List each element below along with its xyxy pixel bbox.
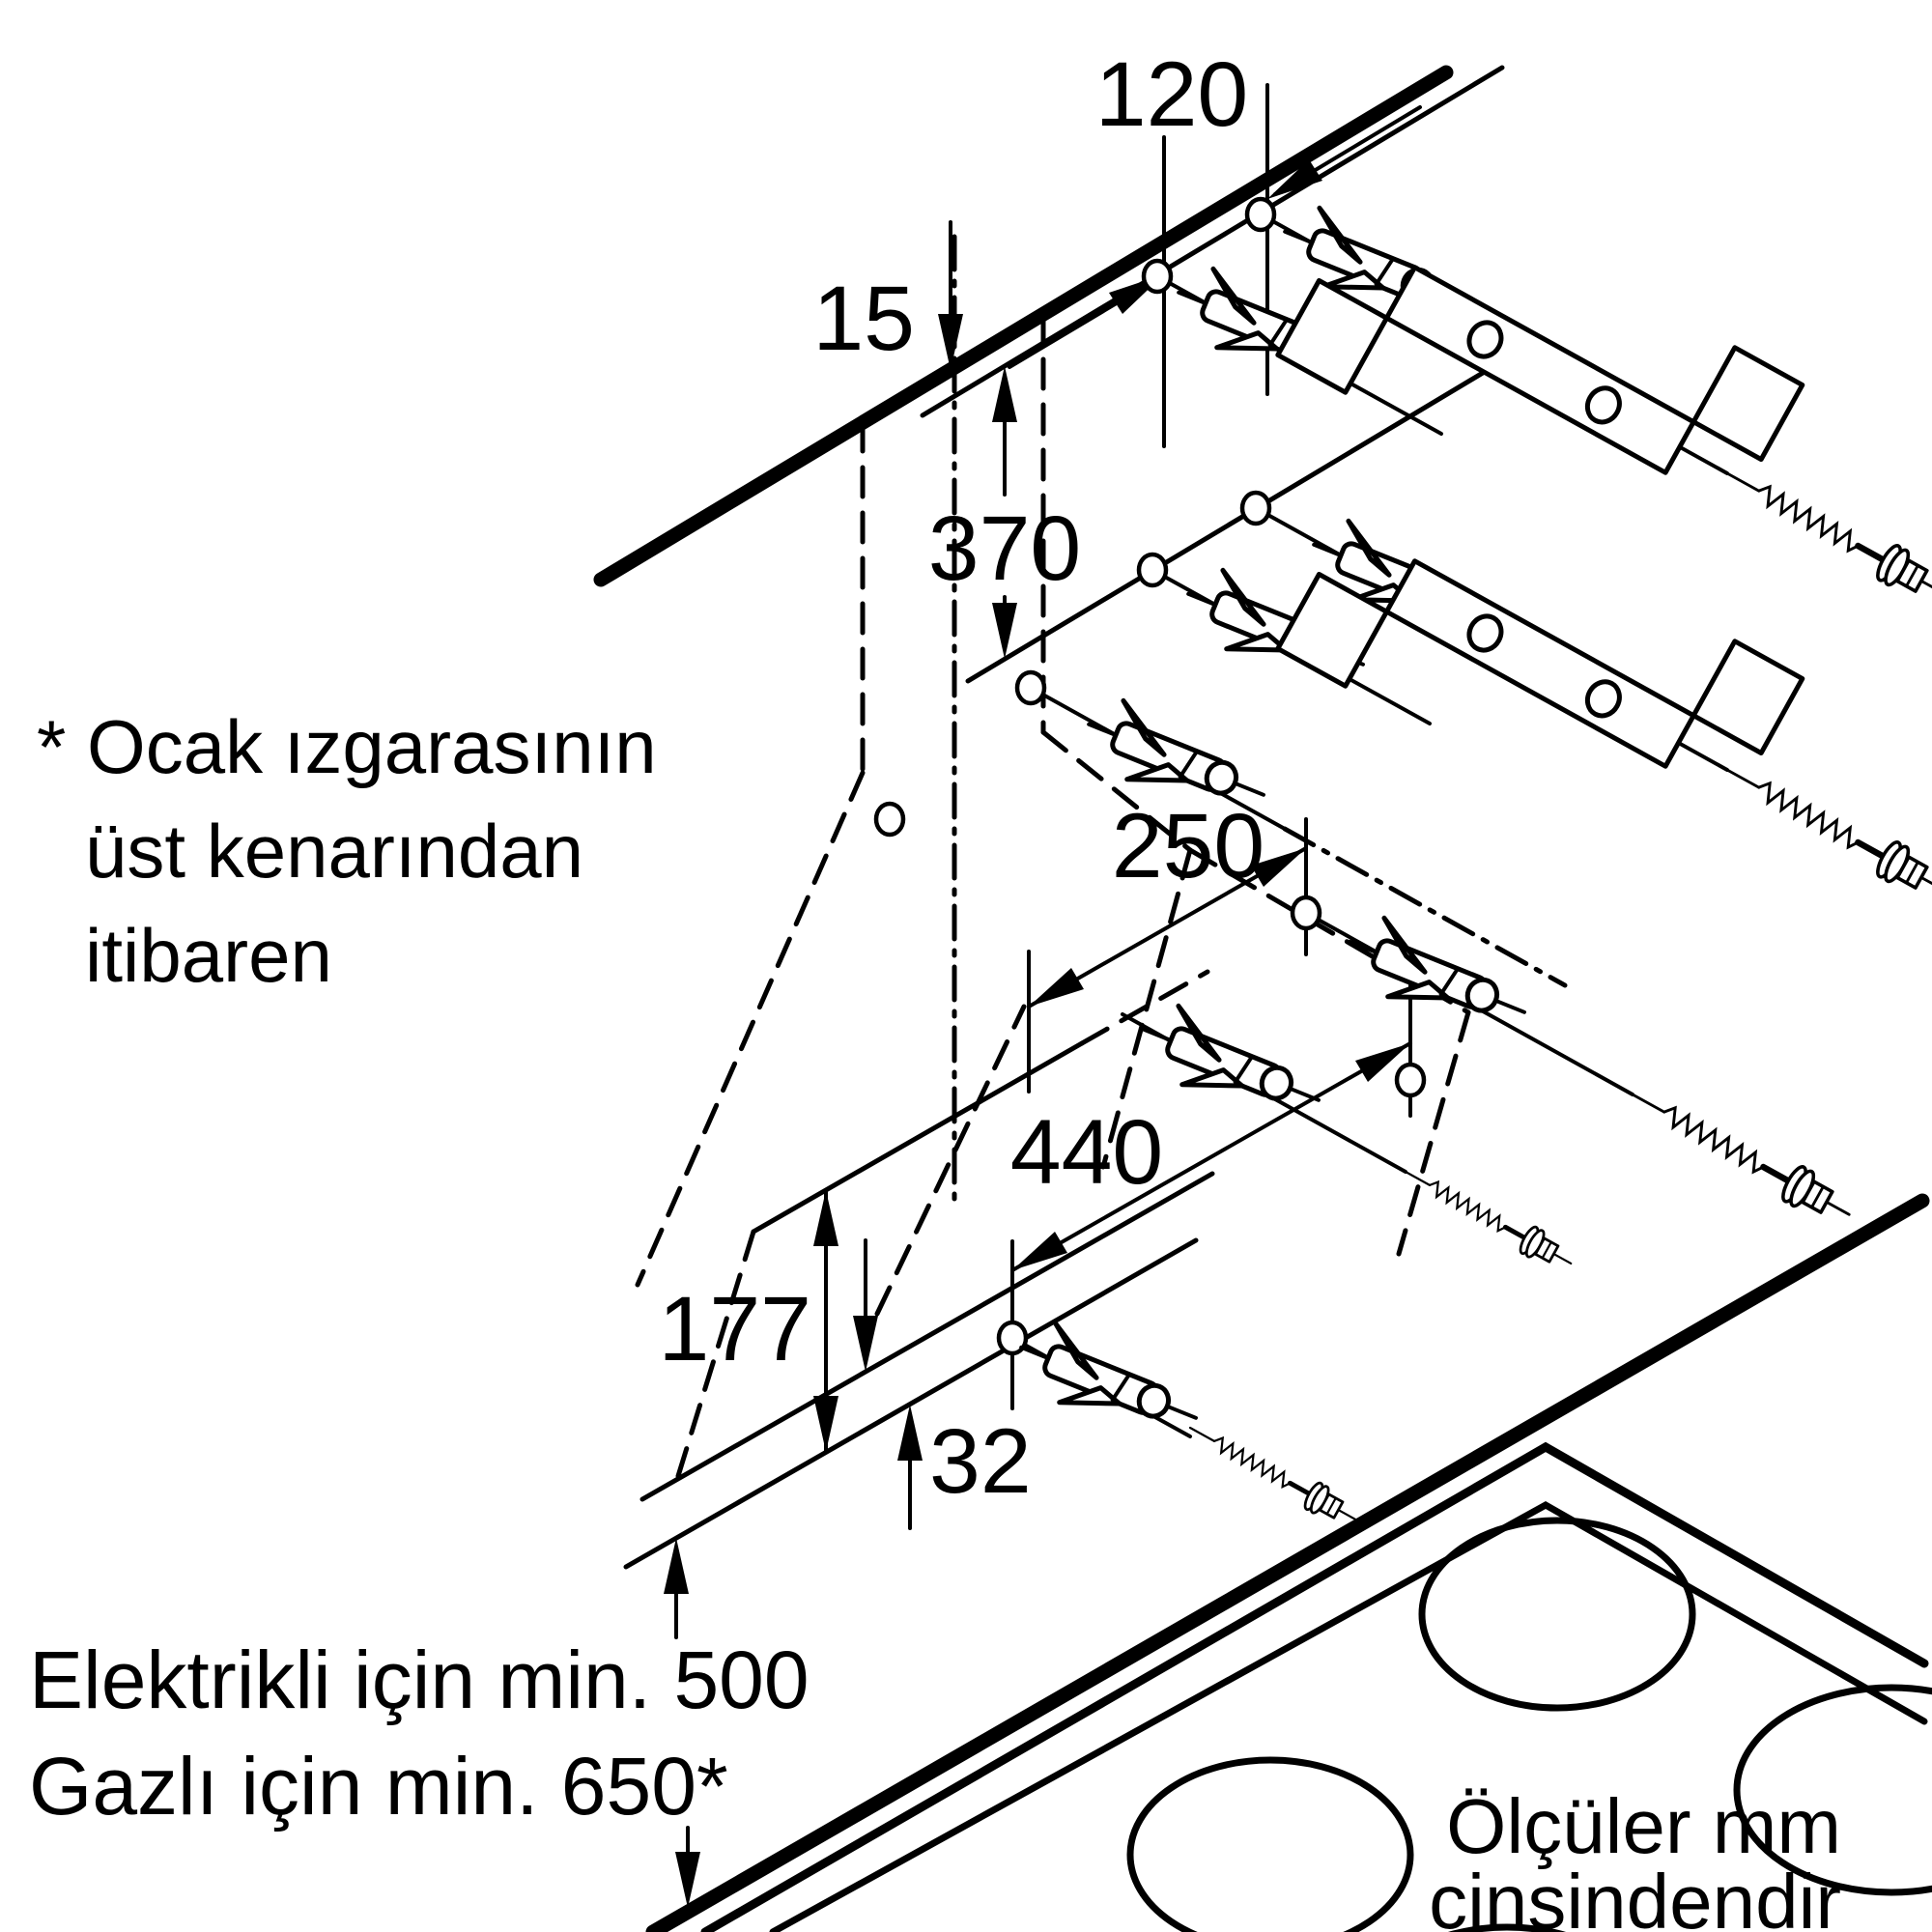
wall-top-line bbox=[593, 65, 1454, 587]
note-hob-reference-line3: itibaren bbox=[85, 913, 332, 998]
burner-circle bbox=[1733, 1684, 1932, 1896]
chimney-outline bbox=[860, 311, 1046, 776]
dimension-label-15: 15 bbox=[812, 268, 915, 370]
hood-canopy-outline bbox=[635, 729, 1471, 1479]
mounting-holes bbox=[873, 196, 1427, 1356]
fixing-axis-line bbox=[1282, 826, 1568, 988]
mounting-hole bbox=[1244, 196, 1277, 233]
note-hob-reference: * Ocak ızgarasının üst kenarından itibar… bbox=[37, 704, 657, 998]
countertop-line bbox=[645, 1193, 1930, 1932]
mounting-hole bbox=[1136, 552, 1169, 588]
note-hob-reference-line2: üst kenarından bbox=[85, 809, 583, 894]
note-clearance-electric: Elektrikli için min. 500 bbox=[29, 1634, 810, 1725]
burner-circle bbox=[1447, 1923, 1567, 1932]
mounting-hole bbox=[1239, 490, 1272, 526]
wall-offset-line bbox=[920, 65, 1505, 418]
burner-circle bbox=[1418, 1517, 1696, 1712]
note-clearance: Elektrikli için min. 500 Gazlı için min.… bbox=[29, 1634, 810, 1832]
dimension-label-370: 370 bbox=[928, 497, 1082, 600]
dimension-min-height bbox=[664, 1538, 700, 1908]
note-units-line1: Ölçüler mm bbox=[1446, 1783, 1841, 1869]
dimension-label-120: 120 bbox=[1095, 43, 1249, 146]
dimension-label-177: 177 bbox=[658, 1278, 811, 1380]
cooktop-outline bbox=[700, 1441, 1932, 1932]
mounting-hole bbox=[1394, 1062, 1427, 1098]
mounting-hole bbox=[1290, 895, 1322, 931]
mounting-hole bbox=[1141, 258, 1174, 295]
dimension-177: 177 bbox=[658, 1188, 878, 1454]
dimension-120: 120 bbox=[1008, 43, 1422, 448]
mounting-hole bbox=[1014, 669, 1047, 706]
dimension-15: 15 bbox=[812, 220, 963, 370]
dimension-32: 32 bbox=[897, 1405, 1032, 1530]
dimension-440: 440 bbox=[1010, 976, 1412, 1410]
note-clearance-gas: Gazlı için min. 650* bbox=[29, 1741, 728, 1832]
mounting-hole bbox=[996, 1320, 1029, 1356]
mounting-hole bbox=[873, 801, 906, 838]
dimension-370: 370 bbox=[928, 366, 1082, 659]
note-units: Ölçüler mm cinsindendir bbox=[1429, 1783, 1841, 1932]
dimension-label-32: 32 bbox=[929, 1410, 1032, 1513]
burner-circle bbox=[1126, 1756, 1414, 1932]
dimension-label-250: 250 bbox=[1112, 795, 1265, 897]
note-units-line2: cinsindendir bbox=[1429, 1859, 1841, 1932]
lower-mounting-row-line bbox=[965, 364, 1495, 684]
dimension-label-440: 440 bbox=[1010, 1101, 1164, 1204]
note-hob-reference-line1: * Ocak ızgarasının bbox=[37, 704, 657, 789]
dimension-250: 250 bbox=[1027, 795, 1308, 1094]
